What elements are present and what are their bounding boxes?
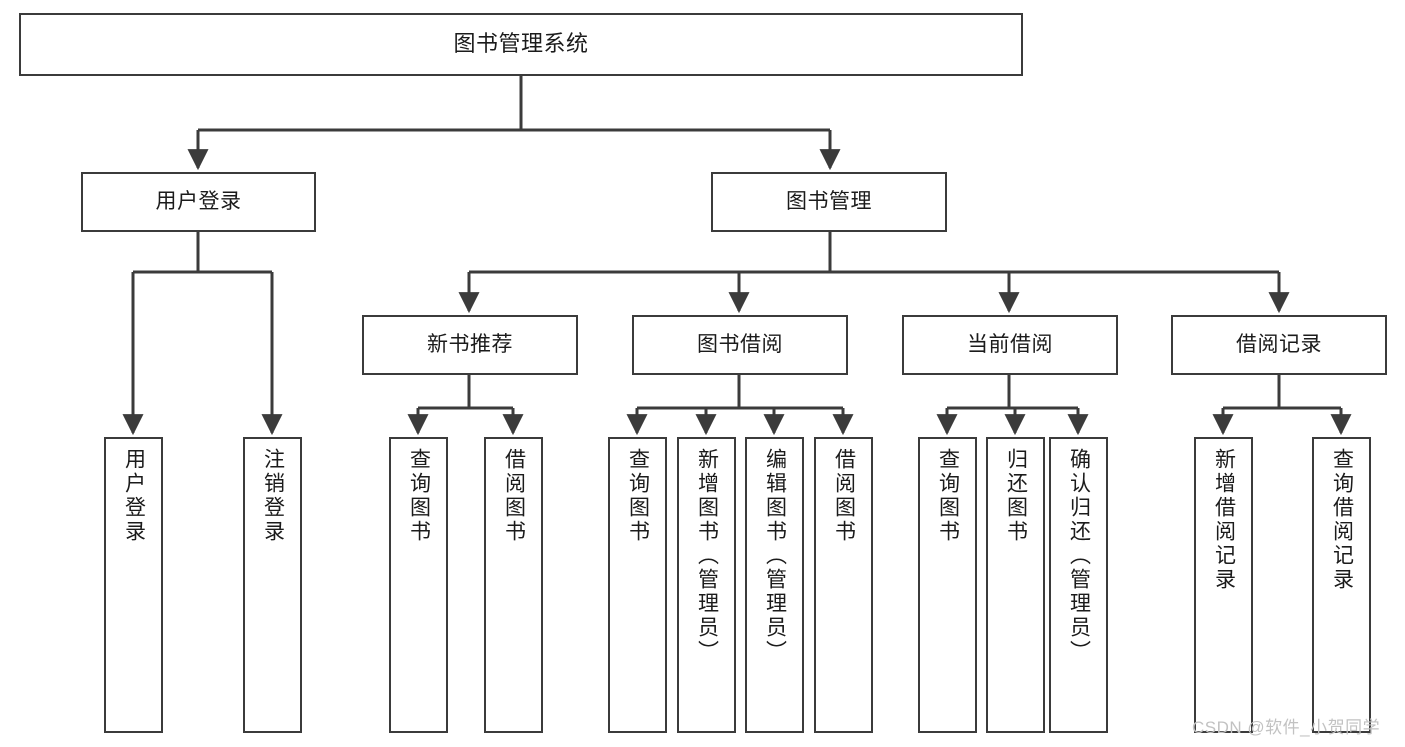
leaf-new-book-borrow-label: 借阅图书 — [502, 448, 526, 544]
leaf-book-borrow-add[interactable]: 新增图书（管理员） — [677, 437, 736, 733]
leaf-current-borrow-confirm[interactable]: 确认归还（管理员） — [1049, 437, 1108, 733]
leaf-current-borrow-query[interactable]: 查询图书 — [918, 437, 977, 733]
node-user-login[interactable]: 用户登录 — [81, 172, 316, 232]
node-borrow-record-label: 借阅记录 — [1236, 333, 1322, 357]
leaf-book-borrow-edit[interactable]: 编辑图书（管理员） — [745, 437, 804, 733]
leaf-book-borrow-query-label: 查询图书 — [626, 448, 650, 544]
leaf-current-borrow-query-label: 查询图书 — [936, 448, 960, 544]
leaf-current-borrow-return-label: 归还图书 — [1004, 448, 1028, 544]
leaf-book-borrow-borrow[interactable]: 借阅图书 — [814, 437, 873, 733]
leaf-book-borrow-edit-label: 编辑图书（管理员） — [763, 448, 787, 664]
leaf-user-login-logout[interactable]: 注销登录 — [243, 437, 302, 733]
leaf-borrow-record-add[interactable]: 新增借阅记录 — [1194, 437, 1253, 733]
node-current-borrow[interactable]: 当前借阅 — [902, 315, 1118, 375]
node-borrow-record[interactable]: 借阅记录 — [1171, 315, 1387, 375]
leaf-new-book-query-label: 查询图书 — [407, 448, 431, 544]
node-new-book-recommend[interactable]: 新书推荐 — [362, 315, 578, 375]
leaf-new-book-borrow[interactable]: 借阅图书 — [484, 437, 543, 733]
leaf-borrow-record-query[interactable]: 查询借阅记录 — [1312, 437, 1371, 733]
node-book-management-label: 图书管理 — [786, 190, 872, 214]
node-new-book-recommend-label: 新书推荐 — [427, 333, 513, 357]
node-root[interactable]: 图书管理系统 — [19, 13, 1023, 76]
leaf-user-login-login-label: 用户登录 — [122, 448, 146, 544]
node-book-borrow[interactable]: 图书借阅 — [632, 315, 848, 375]
leaf-book-borrow-add-label: 新增图书（管理员） — [695, 448, 719, 664]
leaf-current-borrow-confirm-label: 确认归还（管理员） — [1067, 448, 1091, 664]
node-book-management[interactable]: 图书管理 — [711, 172, 947, 232]
leaf-borrow-record-query-label: 查询借阅记录 — [1330, 448, 1354, 592]
leaf-current-borrow-return[interactable]: 归还图书 — [986, 437, 1045, 733]
leaf-borrow-record-add-label: 新增借阅记录 — [1212, 448, 1236, 592]
leaf-new-book-query[interactable]: 查询图书 — [389, 437, 448, 733]
node-user-login-label: 用户登录 — [155, 190, 242, 214]
leaf-user-login-logout-label: 注销登录 — [261, 448, 285, 544]
leaf-user-login-login[interactable]: 用户登录 — [104, 437, 163, 733]
leaf-book-borrow-borrow-label: 借阅图书 — [832, 448, 856, 544]
csdn-watermark: CSDN @软件_小贺同学 — [1192, 718, 1381, 737]
node-current-borrow-label: 当前借阅 — [967, 333, 1053, 357]
node-book-borrow-label: 图书借阅 — [697, 333, 783, 357]
node-root-label: 图书管理系统 — [453, 31, 589, 57]
leaf-book-borrow-query[interactable]: 查询图书 — [608, 437, 667, 733]
